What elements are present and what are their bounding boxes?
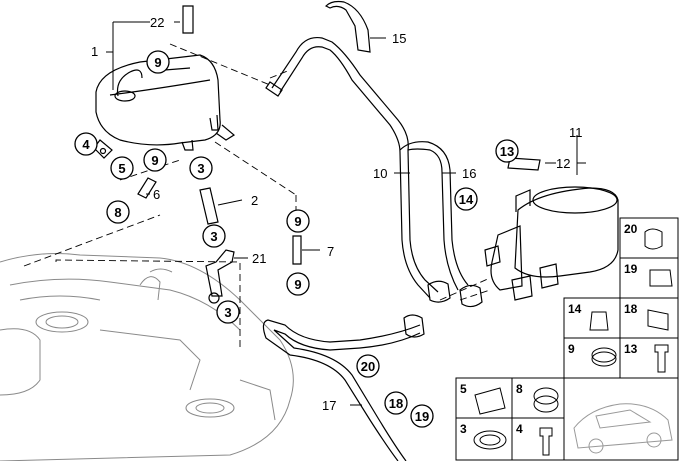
hose-15 — [324, 0, 371, 53]
label-12: 12 — [556, 156, 570, 171]
legend-label-14: 14 — [568, 302, 582, 316]
vent-line — [265, 36, 469, 299]
hose-7 — [292, 235, 302, 265]
expansion-tank — [93, 54, 236, 159]
hose-21 — [205, 249, 235, 297]
legend-grid — [455, 217, 679, 461]
legend-label-5: 5 — [460, 382, 467, 396]
legend-label-9: 9 — [568, 342, 575, 356]
legend-label-19: 19 — [624, 262, 638, 276]
callout-3-bottom: 3 — [224, 305, 231, 320]
hose-end — [208, 292, 220, 304]
label-15: 15 — [392, 31, 406, 46]
label-17: 17 — [322, 398, 336, 413]
callout-9-top: 9 — [154, 55, 161, 70]
label-7: 7 — [327, 244, 334, 259]
hose-2 — [199, 187, 219, 225]
callout-20: 20 — [361, 359, 375, 374]
hose-6 — [137, 177, 157, 199]
label-10: 10 — [373, 166, 387, 181]
line-17 — [262, 314, 425, 462]
callout-5: 5 — [118, 161, 125, 176]
label-11: 11 — [569, 125, 583, 140]
callout-9-upper-right: 9 — [294, 214, 301, 229]
hose-22 — [182, 5, 194, 34]
label-22: 22 — [150, 15, 164, 30]
label-1: 1 — [91, 44, 98, 59]
callout-8: 8 — [114, 205, 121, 220]
callout-9-lower-right: 9 — [294, 277, 301, 292]
legend-label-3: 3 — [460, 422, 467, 436]
callout-13: 13 — [500, 144, 514, 159]
legend-label-20: 20 — [624, 222, 638, 236]
legend-label-13: 13 — [624, 342, 638, 356]
callout-3-mid: 3 — [210, 229, 217, 244]
fuel-tank — [0, 253, 294, 462]
label-21: 21 — [252, 251, 266, 266]
callout-18: 18 — [389, 396, 403, 411]
callout-4: 4 — [82, 137, 90, 152]
legend-label-8: 8 — [516, 382, 523, 396]
callout-19: 19 — [415, 409, 429, 424]
label-2: 2 — [251, 193, 258, 208]
legend-label-4: 4 — [516, 422, 523, 436]
legend-label-18: 18 — [624, 302, 638, 316]
label-16: 16 — [462, 166, 476, 181]
callout-3-top: 3 — [197, 161, 204, 176]
callout-14: 14 — [459, 192, 474, 207]
callout-circles — [74, 50, 519, 428]
charcoal-canister — [427, 157, 619, 308]
label-leaders — [106, 21, 586, 406]
label-6: 6 — [153, 187, 160, 202]
callout-9-mid: 9 — [151, 153, 158, 168]
dashed-leaders — [23, 43, 491, 350]
